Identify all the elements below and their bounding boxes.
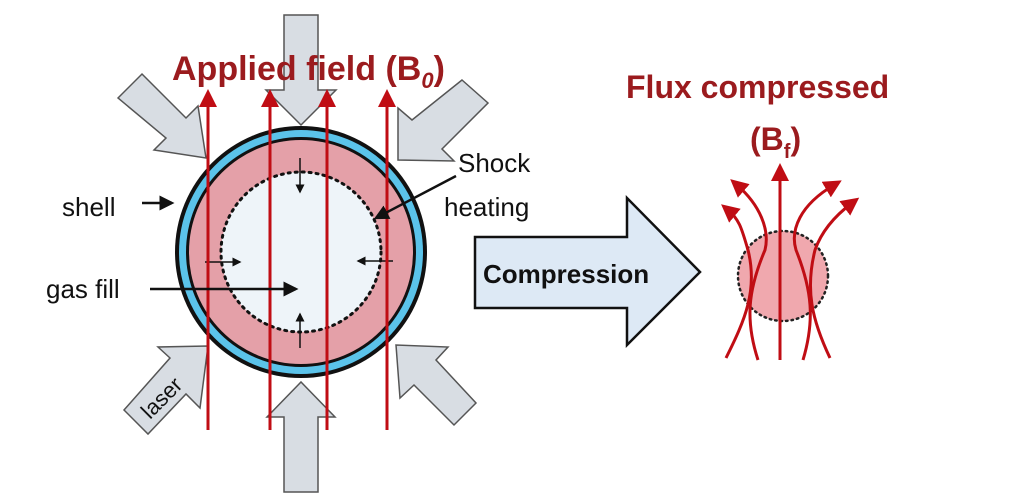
applied-field-subscript: 0 <box>421 68 434 93</box>
gas-fill-region <box>219 170 383 334</box>
compression-arrow <box>473 194 702 349</box>
capsule <box>175 126 427 378</box>
applied-field-close: ) <box>434 50 445 88</box>
applied-field-lines <box>199 89 396 430</box>
laser-arrow-top-right <box>397 79 490 162</box>
flux-compressed-sym-text: (B <box>750 121 784 157</box>
flux-compressed-close: ) <box>790 121 801 157</box>
applied-field-title: Applied field (B0) <box>172 50 445 93</box>
shock-heating-label-line2: heating <box>444 192 529 222</box>
laser-arrow-top-left <box>116 72 207 159</box>
compressed-field-line <box>808 197 860 359</box>
compressed-core <box>721 163 860 361</box>
compressed-field-line <box>721 204 753 359</box>
laser-arrow-bottom-right <box>395 344 478 427</box>
flux-compressed-title: Flux compressed <box>626 69 889 105</box>
compressed-field-line <box>792 180 842 361</box>
laser-arrow-bottom <box>265 380 337 493</box>
shell-label: shell <box>62 192 115 222</box>
laser-arrow-bottom-left <box>122 345 209 436</box>
compression-label: Compression <box>483 259 649 289</box>
shock-heating-pointer <box>373 174 457 220</box>
gas-fill-label: gas fill <box>46 274 120 304</box>
compressed-field-line <box>730 179 768 361</box>
applied-field-text: Applied field (B <box>172 50 421 88</box>
shock-heating-label-line1: Shock <box>458 148 531 178</box>
laser-arrows: laser <box>116 14 490 493</box>
compressed-hot-spot <box>736 229 830 323</box>
flux-compressed-symbol: (Bf) <box>750 121 801 163</box>
flux-compressed-subscript: f <box>784 141 791 163</box>
